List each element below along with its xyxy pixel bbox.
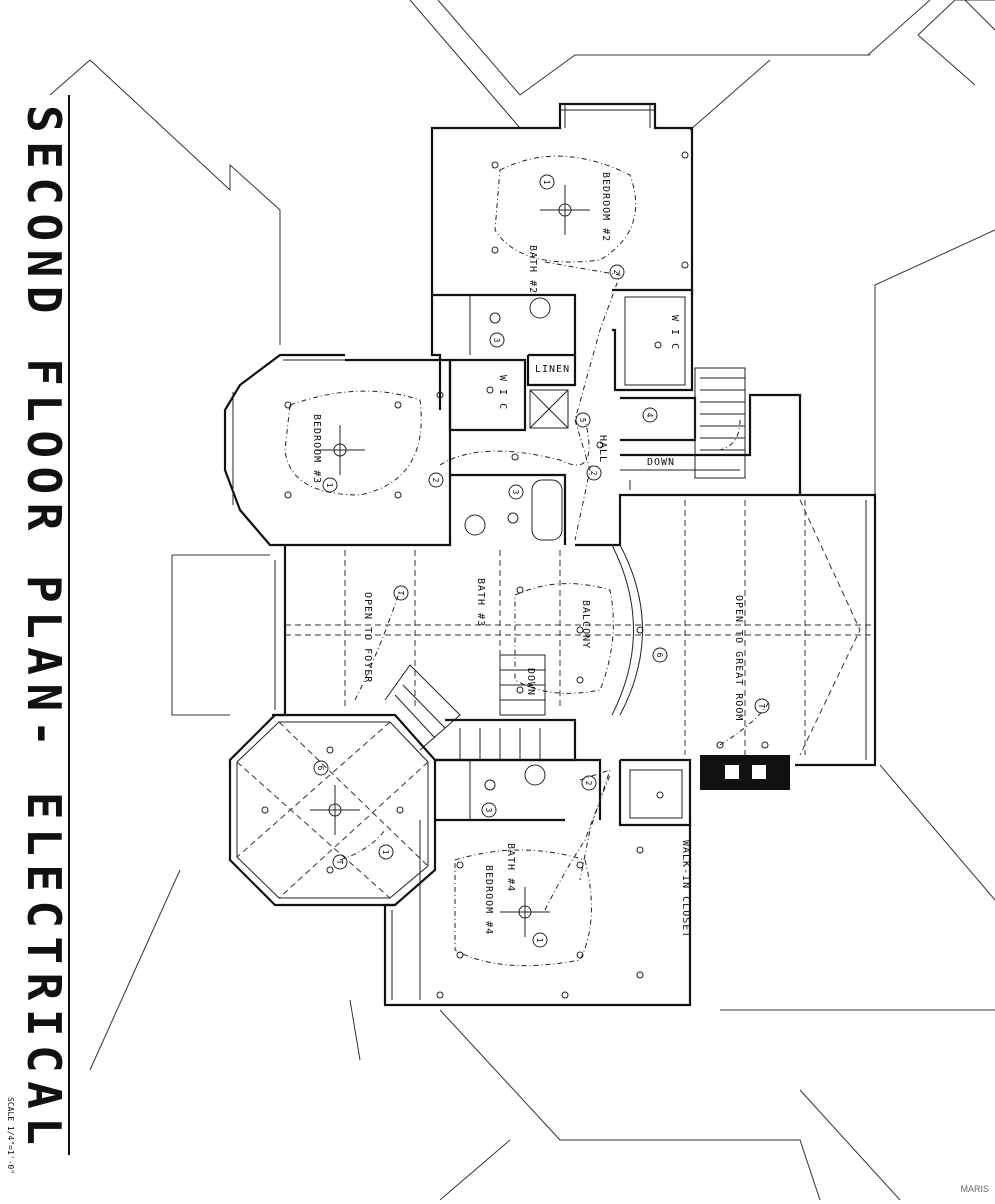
label-open-great: OPEN TO GREAT ROOM — [733, 595, 744, 721]
wiring — [284, 155, 771, 967]
ceiling-fan-bedroom3 — [315, 425, 365, 475]
stairs-center — [384, 654, 577, 762]
ceiling-fan-octagon — [310, 785, 360, 835]
svg-text:2: 2 — [612, 270, 621, 275]
tag-1: 1 — [542, 180, 551, 185]
label-bath2: BATH #2 — [527, 245, 538, 294]
ceiling-fan-bedroom4 — [500, 887, 550, 937]
svg-text:4: 4 — [645, 413, 654, 418]
scale-graphic: SCALE 1/4"=1'-0" — [6, 1097, 15, 1174]
ceiling-dash-lines — [285, 499, 875, 756]
label-balcony: BALCONY — [580, 600, 591, 649]
watermark: MARIS — [960, 1184, 989, 1194]
label-bedroom4: BEDROOM #4 — [483, 865, 494, 935]
svg-text:3: 3 — [511, 490, 520, 495]
plan-title: SECOND FLOOR PLAN- ELECTRICAL — [18, 105, 70, 1145]
light-fixtures — [261, 151, 769, 999]
svg-text:T: T — [335, 860, 344, 865]
svg-text:1: 1 — [381, 850, 390, 855]
stairs-top — [620, 367, 802, 495]
svg-text:6: 6 — [316, 766, 325, 771]
label-bedroom3: BEDROOM #3 — [311, 414, 322, 484]
label-down2: DOWN — [525, 668, 536, 696]
label-bath3: BATH #3 — [475, 578, 486, 627]
label-wic2: W I C — [497, 375, 508, 410]
walls — [223, 102, 877, 1007]
circuit-tags: 1 2 2 3 4 5 1 2 3 T 6 3 1 6 2 T 1 T — [313, 174, 770, 948]
svg-text:5: 5 — [578, 418, 587, 423]
label-down1: DOWN — [647, 457, 675, 468]
ceiling-fan-bedroom2 — [540, 185, 590, 235]
svg-text:3: 3 — [484, 808, 493, 813]
svg-text:1: 1 — [535, 938, 544, 943]
svg-text:1: 1 — [325, 483, 334, 488]
label-bath4: BATH #4 — [505, 843, 516, 892]
label-linen: LINEN — [535, 364, 570, 375]
label-walkin: WALK-IN CLOSET — [680, 840, 691, 938]
plan-title-graphic: SECOND FLOOR PLAN- ELECTRICAL — [17, 105, 71, 1145]
label-wic: W I C — [669, 315, 680, 350]
label-open-foyer: OPEN TO FOYER — [362, 592, 373, 683]
svg-text:2: 2 — [589, 471, 598, 476]
label-bedroom2: BEDROOM #2 — [600, 172, 611, 242]
title-block: SECOND FLOOR PLAN- ELECTRICAL — [17, 95, 71, 1155]
site-outline — [49, 0, 995, 1201]
scale-label: SCALE 1/4"=1'-0" — [6, 1097, 15, 1174]
svg-text:2: 2 — [584, 781, 593, 786]
label-hall: HALL — [597, 435, 608, 463]
svg-text:T: T — [757, 704, 766, 709]
svg-text:2: 2 — [431, 478, 440, 483]
svg-text:T: T — [396, 591, 405, 596]
svg-text:3: 3 — [492, 338, 501, 343]
svg-text:6: 6 — [655, 653, 664, 658]
room-labels: BEDROOM #2 BATH #2 W I C LINEN W I C BED… — [311, 172, 744, 938]
